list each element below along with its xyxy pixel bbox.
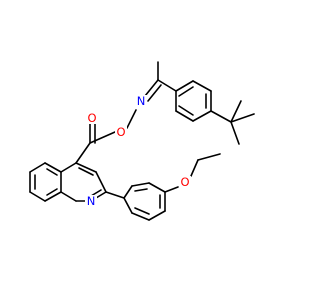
bond [131, 182, 150, 187]
bond [210, 110, 232, 123]
bond [148, 182, 166, 193]
molecule-structure: O O N N O [29, 61, 255, 221]
bond [29, 191, 46, 202]
bond [46, 188, 58, 196]
bond [89, 131, 116, 144]
bond [164, 186, 179, 193]
atom-label-n-quinoline: N [87, 194, 96, 208]
bond [60, 191, 77, 202]
bond [230, 121, 240, 145]
bond [230, 100, 242, 123]
bond [44, 162, 62, 173]
bond [190, 159, 199, 177]
bond [46, 168, 58, 176]
bond [178, 86, 194, 97]
bond [123, 197, 133, 214]
bond-layer [29, 61, 255, 221]
bond [105, 191, 125, 199]
atom-label-n-oxime: N [137, 94, 146, 108]
bond [29, 162, 46, 173]
atom-label-background [86, 112, 98, 124]
bond [192, 110, 212, 122]
atom-label-o-carbonyl: O [87, 111, 96, 125]
atom-label-o-ether: O [180, 175, 189, 189]
bond [175, 110, 194, 122]
bond [131, 212, 150, 221]
atom-label-background [135, 95, 147, 107]
atom-label-o-oxime: O [116, 125, 125, 139]
bond [134, 207, 150, 215]
bond [75, 162, 97, 173]
bond [175, 80, 194, 92]
atom-label-background [85, 195, 97, 207]
bond [230, 113, 255, 123]
bond [123, 185, 133, 199]
bond [157, 79, 177, 92]
bond [134, 188, 148, 192]
bond [95, 171, 107, 193]
bond [144, 79, 159, 97]
atom-label-background [115, 126, 127, 138]
bond [60, 162, 77, 173]
atom-label-layer: O O N N O [85, 94, 191, 208]
bond [178, 105, 194, 116]
bond [148, 210, 166, 221]
bond [75, 142, 91, 164]
bond [197, 153, 221, 161]
atom-label-background [179, 176, 191, 188]
bond [147, 84, 162, 102]
bond [78, 167, 94, 176]
bond [126, 109, 137, 129]
bond [44, 191, 62, 202]
bond [192, 80, 212, 92]
